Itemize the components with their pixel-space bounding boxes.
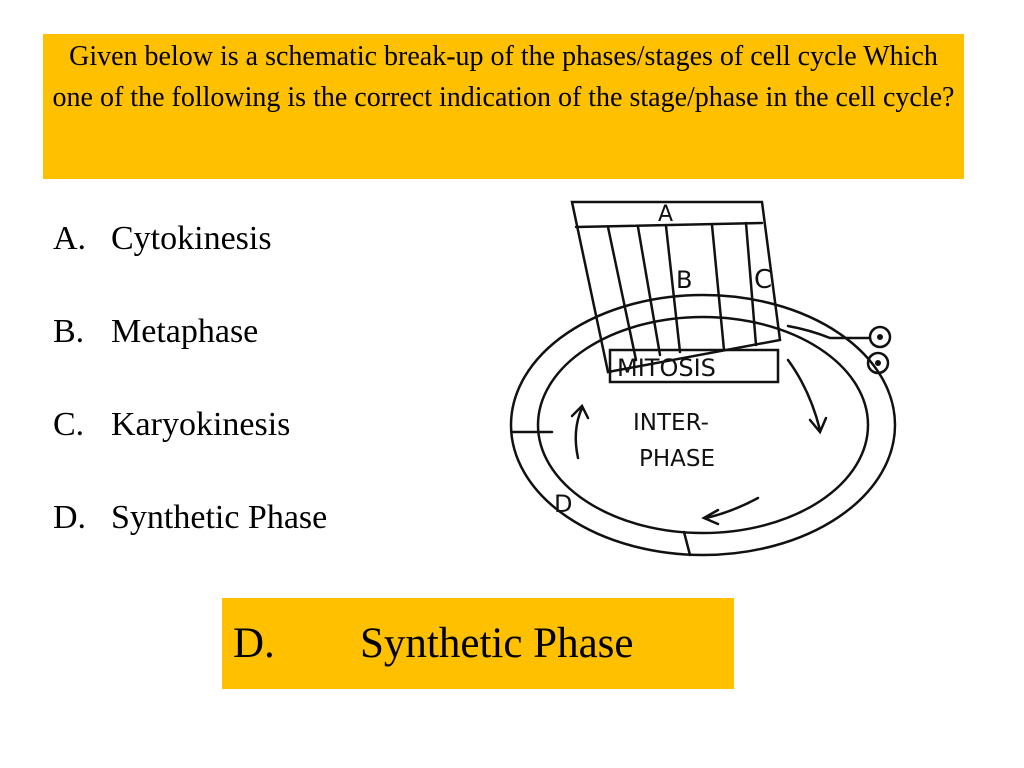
option-text: Synthetic Phase	[111, 499, 328, 536]
diagram-label-c: C	[754, 265, 772, 295]
arrow-right-head	[808, 416, 828, 435]
answer-text: Synthetic Phase	[360, 620, 634, 667]
fan-divider	[710, 223, 726, 352]
fan-divider	[664, 224, 682, 354]
arrow-bottom-head	[701, 508, 720, 526]
option-letter: C.	[53, 406, 85, 443]
ring-tick-bottom	[682, 530, 692, 557]
circled-dot-icon-inner	[866, 351, 890, 375]
cycle-outer-ring	[509, 293, 897, 557]
diagram-label-b: B	[676, 266, 692, 294]
option-letter: D.	[53, 499, 87, 536]
arrow-right-curve	[786, 358, 822, 432]
option-text: Karyokinesis	[111, 406, 291, 443]
dot-center	[875, 360, 881, 366]
diagram-label-a: A	[658, 202, 673, 227]
question-text: Given below is a schematic break-up of t…	[52, 41, 955, 113]
connector-line	[786, 324, 872, 340]
option-c: C. Karyokinesis	[53, 402, 453, 448]
arrow-left-curve	[574, 406, 584, 460]
interphase-label-line1: INTER-	[633, 410, 709, 436]
interphase-label-line2: PHASE	[639, 446, 715, 472]
option-b: B. Metaphase	[53, 309, 453, 355]
question-box: Given below is a schematic break-up of t…	[43, 34, 964, 179]
option-a: A. Cytokinesis	[53, 216, 453, 262]
option-letter: A.	[53, 220, 87, 257]
arrow-left-head	[570, 403, 590, 420]
answer-letter: D.	[233, 620, 275, 667]
options-list: A. Cytokinesis B. Metaphase C. Karyokinesis…	[53, 216, 453, 588]
option-letter: B.	[53, 313, 85, 350]
option-text: Cytokinesis	[111, 220, 272, 257]
answer-box: D. Synthetic Phase	[222, 598, 734, 689]
fan-divider	[636, 225, 662, 357]
option-text: Metaphase	[111, 313, 259, 350]
dot-center	[877, 334, 883, 340]
cycle-inner-ring	[536, 315, 870, 535]
mitosis-fan-frame	[570, 200, 782, 374]
option-d: D. Synthetic Phase	[53, 495, 453, 541]
fan-divider	[744, 221, 758, 347]
fan-divider	[606, 225, 638, 362]
diagram-label-d: D	[554, 490, 572, 518]
circled-dot-icon	[868, 325, 892, 349]
mitosis-box	[608, 348, 780, 384]
mitosis-label: MITOSIS	[617, 354, 716, 382]
cell-cycle-diagram: A B C D MITOSIS INTER- PHASE	[509, 200, 897, 557]
arrow-bottom-curve	[704, 496, 760, 520]
